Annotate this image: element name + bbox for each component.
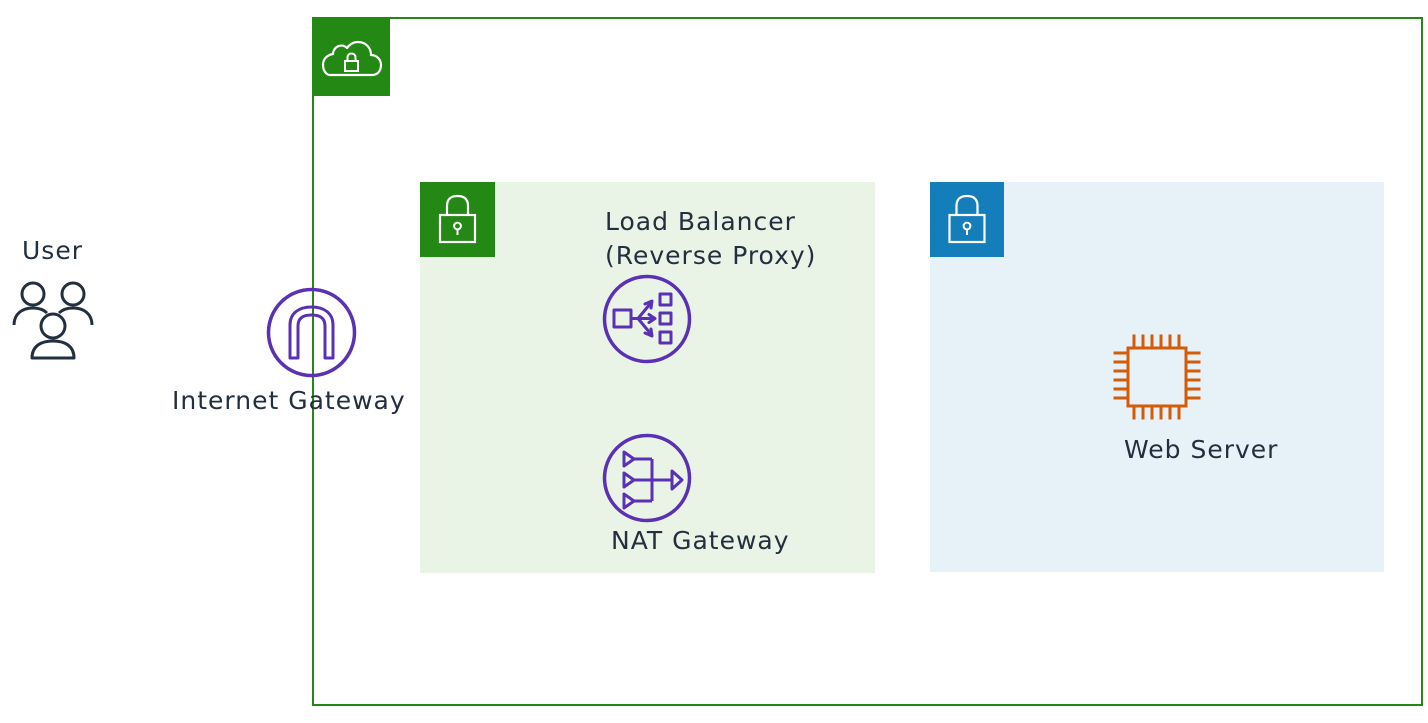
load-balancer-label-line1: Load Balancer: [605, 207, 796, 236]
private-subnet-badge: [930, 182, 1004, 257]
user-node: [11, 280, 95, 362]
vpc-cloud-lock-icon: [321, 40, 383, 77]
ec2-instance-icon: [1113, 334, 1201, 420]
web-server-node: [1113, 334, 1201, 420]
load-balancer-node: [602, 274, 692, 364]
internet-gateway-label: Internet Gateway: [172, 386, 406, 415]
public-subnet-group: [420, 182, 875, 573]
private-subnet-group: [930, 182, 1384, 572]
nat-gateway-icon: [602, 433, 692, 523]
users-icon: [12, 281, 94, 360]
vpc-badge: [312, 17, 390, 96]
vpc-group: [312, 17, 1423, 706]
load-balancer-icon: [602, 274, 692, 364]
public-subnet-badge: [420, 182, 495, 257]
load-balancer-label-line2: (Reverse Proxy): [605, 241, 817, 270]
internet-gateway-icon: [266, 287, 357, 378]
padlock-icon: [438, 194, 477, 244]
web-server-label: Web Server: [1124, 435, 1279, 464]
user-label: User: [22, 236, 83, 265]
nat-gateway-label: NAT Gateway: [611, 526, 790, 555]
internet-gateway-node: [266, 287, 357, 378]
nat-gateway-node: [602, 433, 692, 523]
padlock-icon: [948, 194, 986, 244]
